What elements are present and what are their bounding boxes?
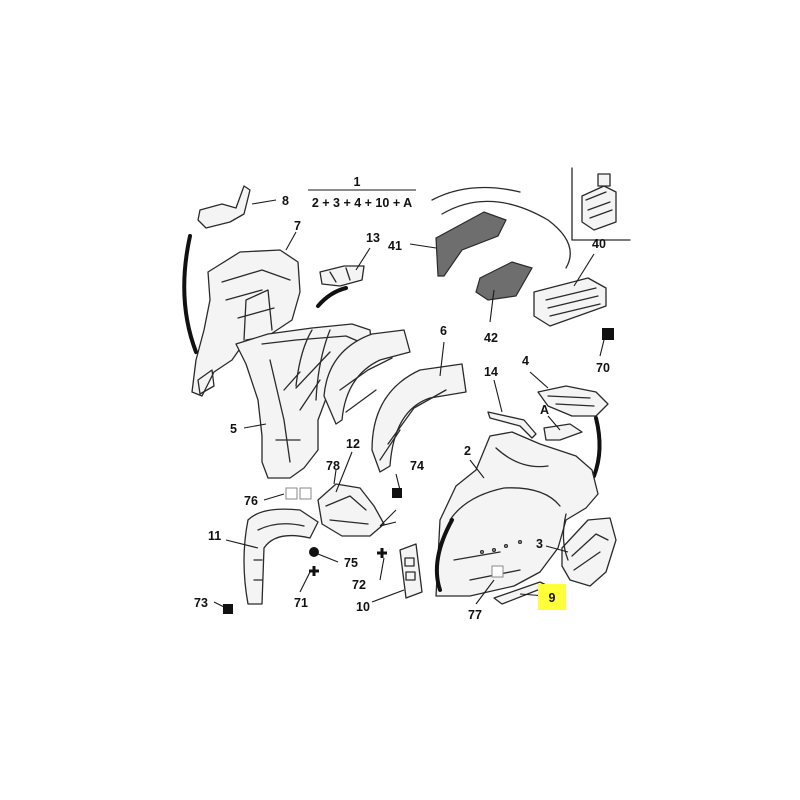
callout-10: 10: [356, 600, 370, 614]
open-square-symbol: [491, 565, 504, 578]
callout-7: 7: [294, 219, 301, 233]
detail-inset: [571, 167, 631, 241]
filled-square-symbol: [223, 604, 233, 614]
filled-square-symbol: [602, 328, 614, 340]
part-12-liner: [317, 483, 385, 537]
callout-71: 71: [294, 596, 308, 610]
open-square-symbol: [285, 487, 298, 500]
callout-42: 42: [484, 331, 498, 345]
callout-73: 73: [194, 596, 208, 610]
callout-2: 2: [464, 444, 471, 458]
cross-symbol: [309, 566, 319, 576]
callout-5: 5: [230, 422, 237, 436]
formula-bottom: 2 + 3 + 4 + 10 + A: [312, 196, 412, 210]
callout-14: 14: [484, 365, 498, 379]
callout-4: 4: [522, 354, 529, 368]
filled-circle-symbol: [309, 547, 319, 557]
part-6-wheel-arch: [323, 329, 467, 473]
part-4-bracket: [537, 385, 609, 441]
part-2-quarter-panel: [435, 431, 599, 597]
part-13-bracket: [319, 265, 365, 287]
callout-70: 70: [596, 361, 610, 375]
callout-75: 75: [344, 556, 358, 570]
callout-9: 9: [549, 591, 556, 605]
callout-12: 12: [346, 437, 360, 451]
callout-13: 13: [366, 231, 380, 245]
callout-8: 8: [282, 194, 289, 208]
arc-4: [592, 416, 602, 478]
part-9-highlight: [538, 584, 566, 610]
part-11-liner: [243, 508, 319, 605]
callout-77: 77: [468, 608, 482, 622]
callout-A: A: [540, 403, 549, 417]
part-41-mat: [435, 211, 507, 277]
part-A-clip: [543, 423, 583, 441]
callout-41: 41: [388, 239, 402, 253]
callout-74: 74: [410, 459, 424, 473]
part-3-corner: [561, 513, 617, 587]
formula-top: 1: [354, 175, 361, 189]
arc-2: [434, 518, 454, 592]
callout-78: 78: [326, 459, 340, 473]
part-42-mat: [475, 261, 533, 301]
callout-72: 72: [352, 578, 366, 592]
arc-13: [316, 286, 348, 308]
callout-76: 76: [244, 494, 258, 508]
filled-square-symbol: [392, 488, 402, 498]
arc-left: [182, 234, 198, 354]
leader-lines: [213, 189, 605, 609]
open-square-symbol: [299, 487, 312, 500]
part-14-strip: [487, 411, 537, 439]
callout-6: 6: [440, 324, 447, 338]
part-40-vent: [533, 277, 607, 327]
part-10-plate: [399, 543, 423, 599]
symbols: [223, 328, 614, 614]
callout-3: 3: [536, 537, 543, 551]
callout-11: 11: [208, 529, 221, 543]
part-8-bracket: [197, 185, 251, 229]
cross-symbol: [377, 548, 387, 558]
trunk-area: [431, 186, 607, 327]
callout-40: 40: [592, 237, 606, 251]
